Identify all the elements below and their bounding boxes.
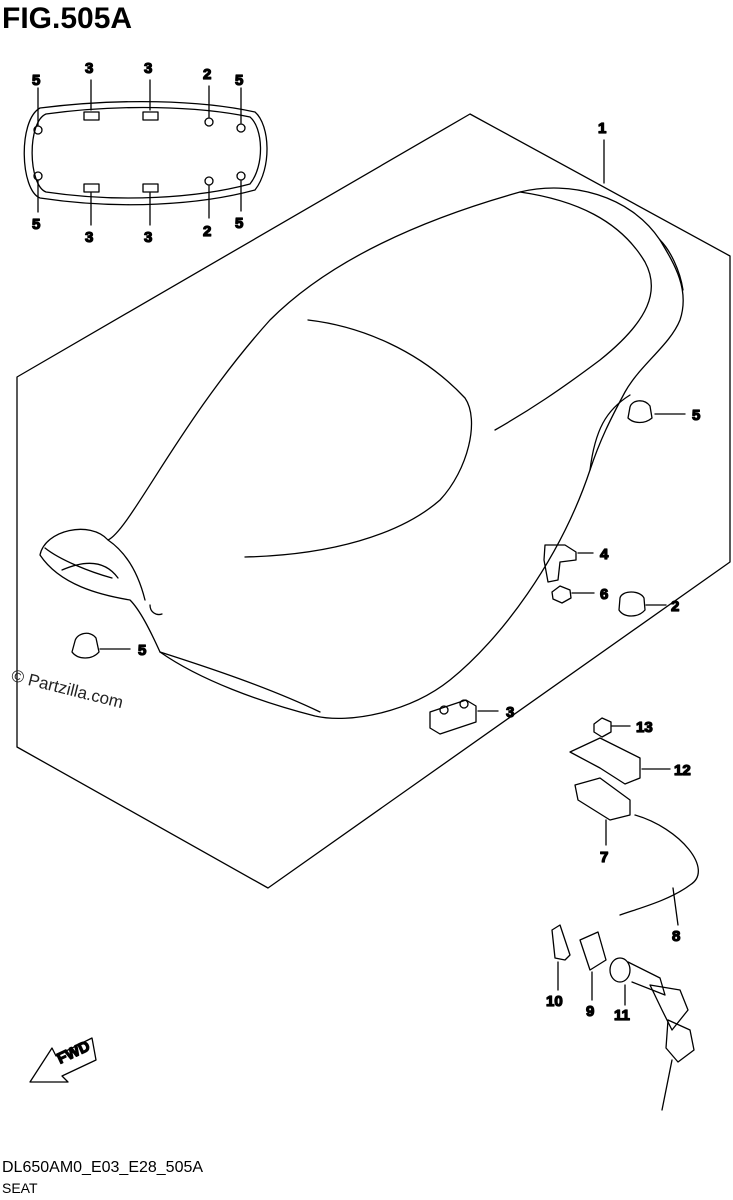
callout-5: 5	[235, 215, 243, 232]
callout-1: 1	[598, 120, 606, 137]
callout-9: 9	[586, 1003, 594, 1020]
callout-5: 5	[138, 642, 146, 659]
cable-8	[619, 814, 699, 926]
inset-cushion-icon	[204, 176, 214, 186]
figure-name: SEAT	[2, 1180, 38, 1196]
callout-2: 2	[203, 223, 211, 240]
callout-13: 13	[636, 719, 653, 736]
callout-5: 5	[692, 407, 700, 424]
nut-13	[593, 717, 631, 738]
callout-5: 5	[32, 216, 40, 233]
callout-2: 2	[671, 598, 679, 615]
inset-bumper-icon	[33, 125, 43, 135]
callout-5: 5	[235, 72, 243, 89]
figure-code: DL650AM0_E03_E28_505A	[2, 1159, 204, 1176]
latch-7	[574, 777, 631, 846]
callout-3: 3	[85, 60, 93, 77]
callout-3: 3	[144, 229, 152, 246]
cushion-2	[618, 591, 667, 617]
plate-12	[569, 737, 671, 785]
fwd-arrow-icon	[29, 1037, 97, 1083]
bumper-left	[71, 632, 131, 659]
lock-11	[609, 957, 695, 1111]
callout-11: 11	[614, 1007, 630, 1024]
inset-bumper-icon	[236, 171, 246, 181]
callout-4: 4	[600, 546, 609, 563]
clip-3	[429, 699, 499, 735]
assembly-boundary	[16, 113, 731, 889]
seat	[39, 187, 684, 719]
callout-8: 8	[672, 928, 680, 945]
inset-clip-icon	[83, 111, 100, 121]
holder-9	[579, 931, 607, 1001]
inset-clip-icon	[142, 183, 159, 193]
callout-10: 10	[546, 993, 563, 1010]
callout-7: 7	[600, 849, 608, 866]
nut-6	[551, 585, 595, 604]
callout-6: 6	[600, 586, 608, 603]
inset-cushion-icon	[204, 117, 214, 127]
inset-clip-icon	[142, 111, 159, 121]
bracket-4	[543, 544, 594, 583]
callout-3: 3	[85, 229, 93, 246]
bumper-right	[627, 400, 686, 424]
clip-10	[551, 924, 571, 991]
inset-bumper-icon	[33, 171, 43, 181]
callout-12: 12	[674, 762, 691, 779]
seat-top-view	[23, 79, 268, 226]
figure-title: FIG.505A	[2, 2, 133, 35]
inset-bumper-icon	[236, 123, 246, 133]
callout-3: 3	[144, 60, 152, 77]
callout-2: 2	[203, 66, 211, 83]
callout-3: 3	[506, 704, 514, 721]
inset-clip-icon	[83, 183, 100, 193]
callout-5: 5	[32, 72, 40, 89]
